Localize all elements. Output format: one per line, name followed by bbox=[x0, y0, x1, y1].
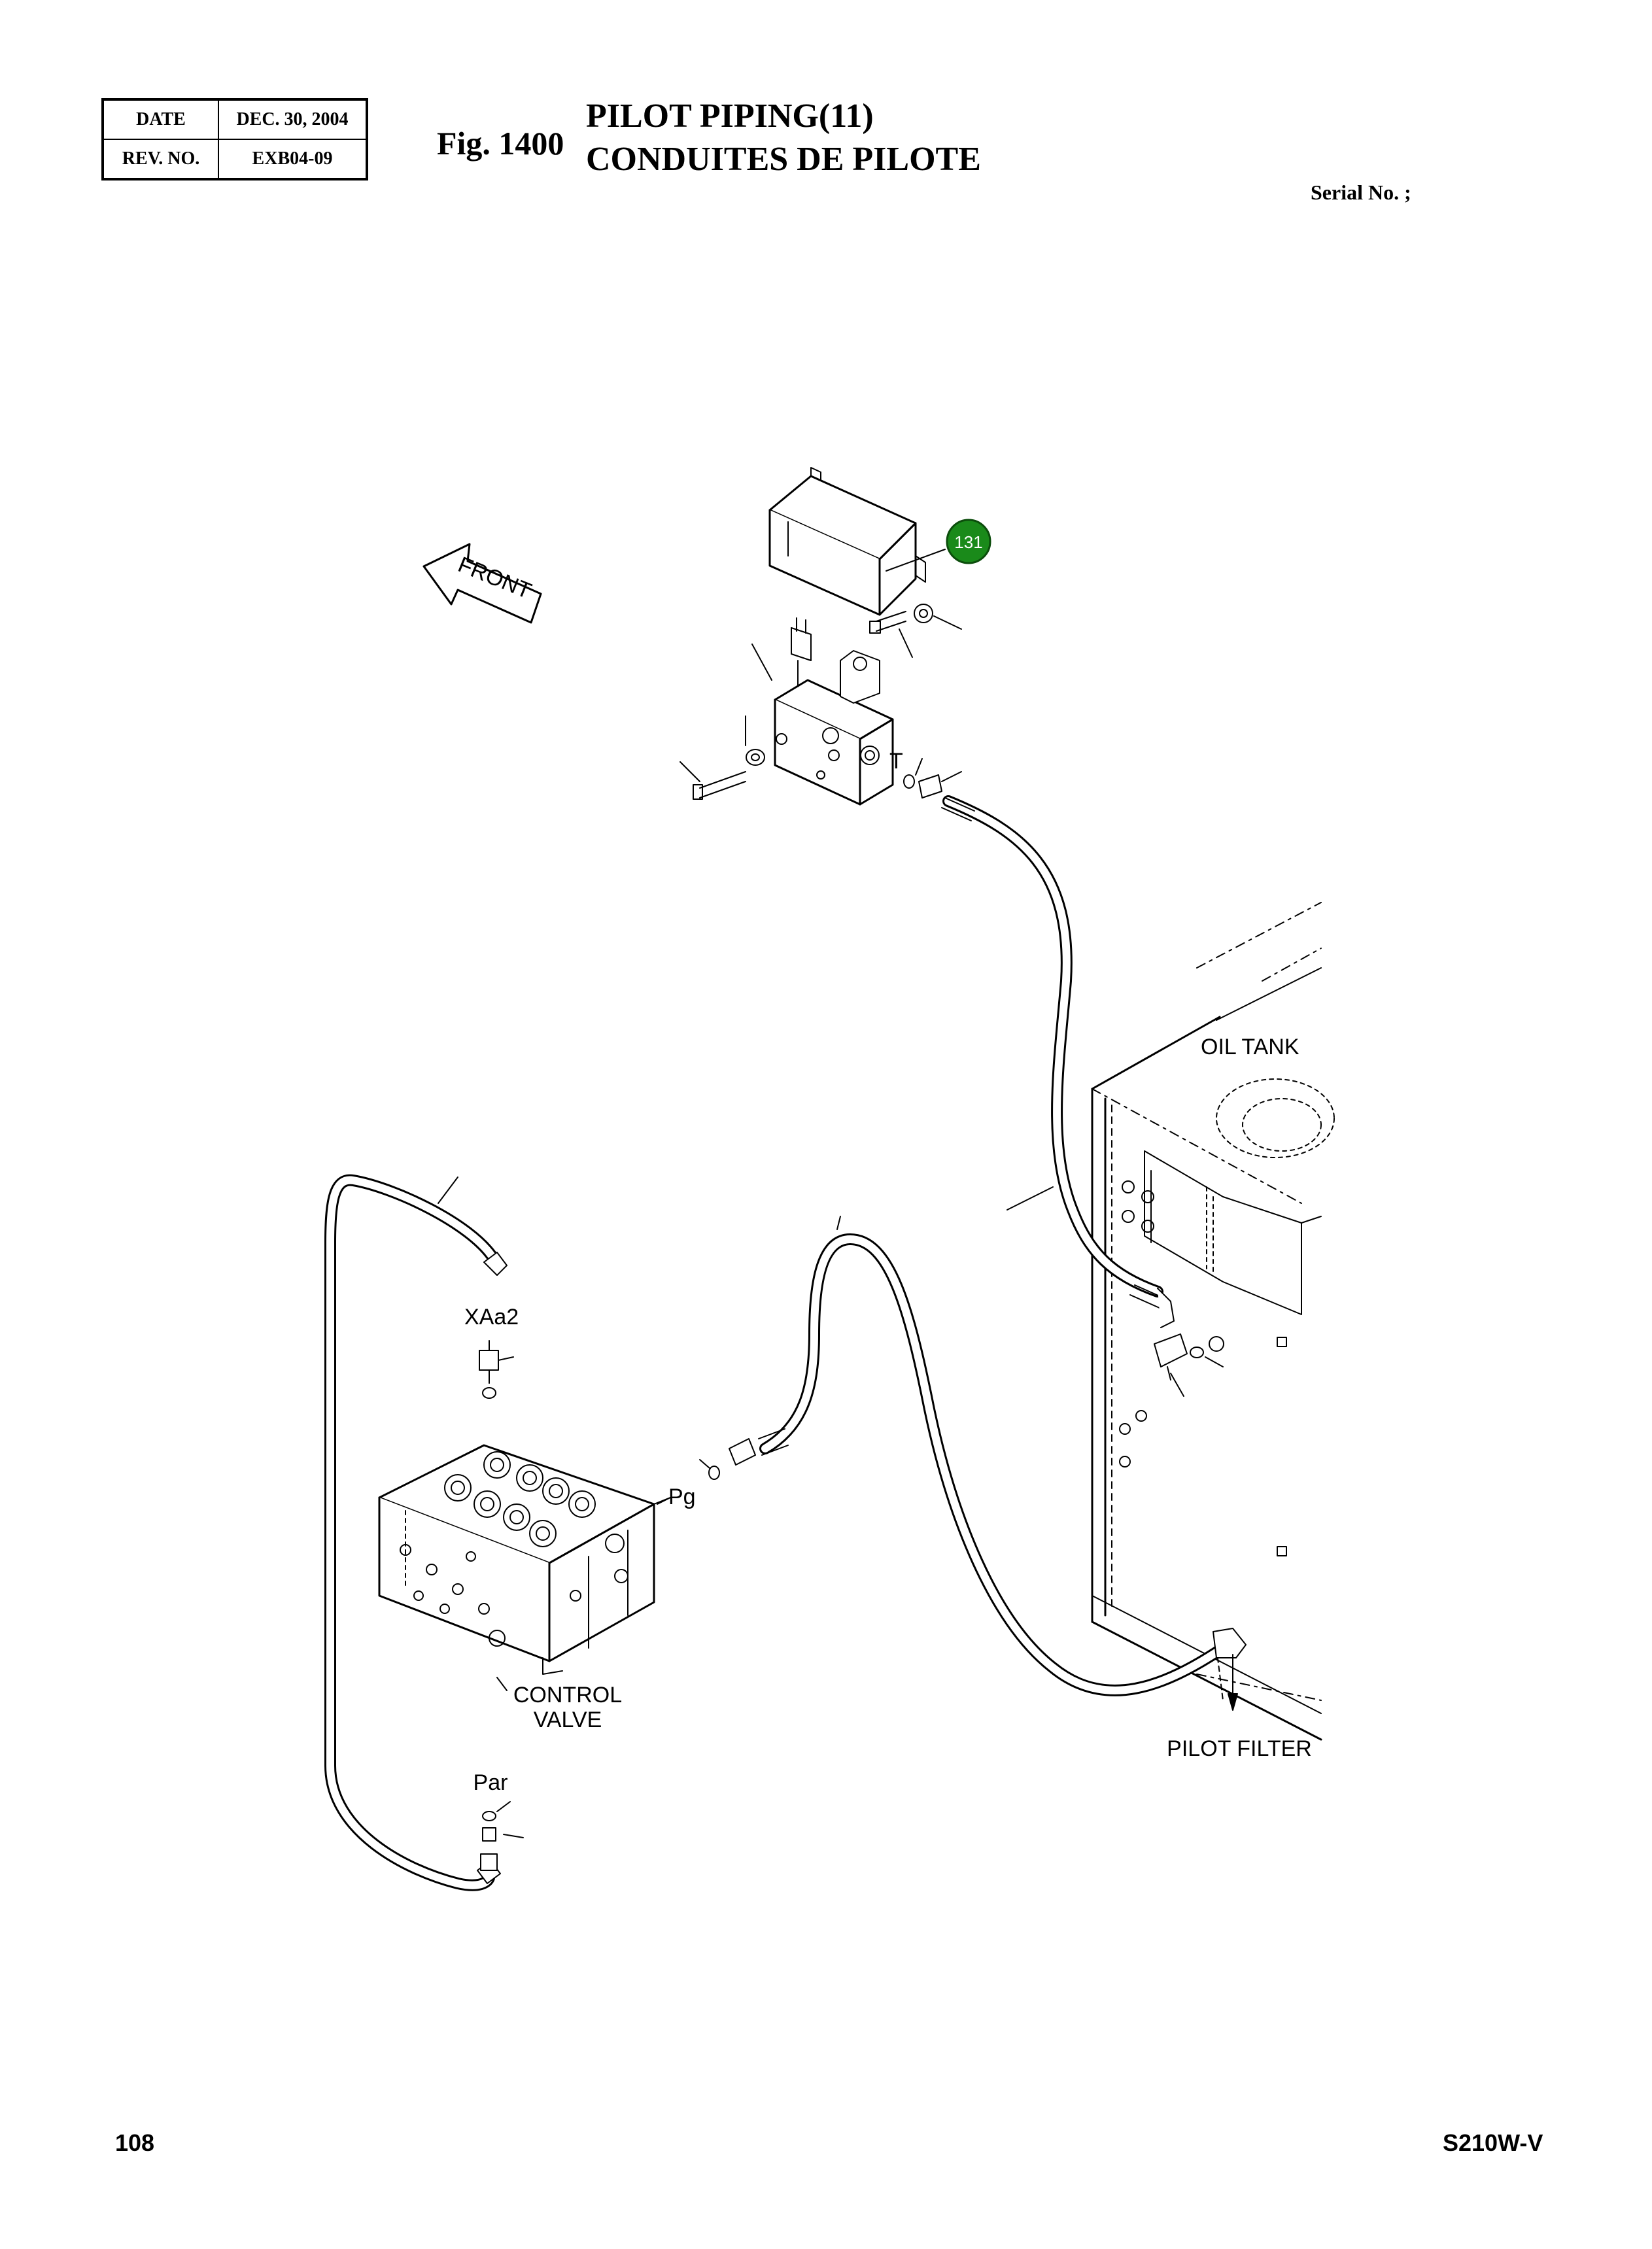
port-xaa2-label: XAa2 bbox=[464, 1305, 519, 1330]
date-value: DEC. 30, 2004 bbox=[218, 99, 368, 140]
figure-number: Fig. 1400 bbox=[437, 125, 564, 162]
callout-number: 131 bbox=[954, 532, 982, 552]
port-t-label: T bbox=[889, 749, 903, 774]
hose-pg-to-filter bbox=[758, 1216, 1247, 1696]
front-arrow bbox=[422, 543, 542, 624]
valve-block bbox=[751, 617, 894, 806]
control-valve-label-line2: VALVE bbox=[534, 1708, 602, 1732]
port-pg-label: Pg bbox=[668, 1485, 696, 1509]
control-valve-label-line1: CONTROL bbox=[513, 1683, 622, 1708]
port-par-label: Par bbox=[473, 1770, 508, 1795]
oil-tank-label: OIL TANK bbox=[1201, 1035, 1299, 1059]
title-english: PILOT PIPING(11) bbox=[586, 97, 874, 135]
revision-table: DATE DEC. 30, 2004 REV. NO. EXB04-09 bbox=[101, 98, 368, 180]
hose-t-to-tank bbox=[941, 795, 1175, 1328]
part-callout-131[interactable]: 131 bbox=[946, 519, 991, 564]
title-french: CONDUITES DE PILOTE bbox=[586, 141, 981, 178]
oil-tank-drawing bbox=[1091, 902, 1335, 1741]
control-valve-drawing bbox=[378, 1444, 671, 1691]
date-label: DATE bbox=[102, 99, 219, 140]
solenoid-cover bbox=[768, 467, 946, 616]
model-number: S210W-V bbox=[1443, 2129, 1543, 2156]
serial-number-label: Serial No. ; bbox=[1311, 180, 1411, 204]
pilot-filter-label: PILOT FILTER bbox=[1167, 1736, 1312, 1761]
callout-circle bbox=[946, 519, 991, 564]
rev-label: REV. NO. bbox=[102, 139, 219, 180]
page-number: 108 bbox=[115, 2129, 155, 2156]
rev-value: EXB04-09 bbox=[218, 139, 368, 180]
